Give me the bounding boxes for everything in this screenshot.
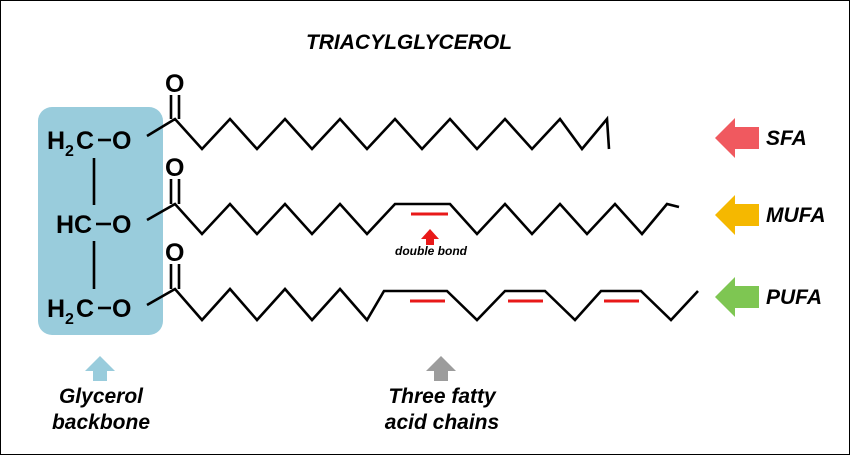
ester-oxygen-2: O xyxy=(112,211,131,239)
double-bond-arrow-icon xyxy=(421,229,439,245)
carbonyl-oxygen-3: O xyxy=(165,239,184,267)
diagram-title: TRIACYLGLYCEROL xyxy=(306,31,512,54)
mufa-arrow-icon xyxy=(715,195,759,235)
ester-oxygen-3: O xyxy=(112,295,131,323)
glycerol-backbone-box xyxy=(38,107,163,335)
fatty-acid-caption-line1: Three fatty xyxy=(388,385,497,408)
glycerol-caption-line2: backbone xyxy=(52,411,150,434)
mufa-chain xyxy=(146,202,680,236)
mufa-label: MUFA xyxy=(766,204,826,227)
carbonyl-double-bond-2 xyxy=(169,179,181,204)
ester-oxygen-1: O xyxy=(112,127,131,155)
glycerol-row-3: H 2 C O xyxy=(47,295,131,328)
subscript-2-1: 2 xyxy=(65,143,74,160)
sfa-chain xyxy=(146,115,611,152)
sfa-label: SFA xyxy=(766,127,807,150)
hc-atom: HC xyxy=(56,211,92,239)
pufa-chain xyxy=(146,287,699,323)
h-atom-3: H xyxy=(47,295,65,323)
carbonyl-double-bond-3 xyxy=(169,264,181,289)
pufa-label: PUFA xyxy=(766,286,822,309)
glycerol-row-2: HC O xyxy=(56,211,131,239)
fatty-acid-arrow-icon xyxy=(426,356,456,381)
fatty-acid-caption-line2: acid chains xyxy=(385,411,499,434)
c-atom-3: C xyxy=(76,295,94,323)
glycerol-arrow-icon xyxy=(85,356,115,381)
carbonyl-oxygen-1: O xyxy=(165,70,184,98)
subscript-2-3: 2 xyxy=(65,311,74,328)
pufa-arrow-icon xyxy=(715,277,759,317)
carbonyl-double-bond-1 xyxy=(169,95,181,119)
carbonyl-oxygen-2: O xyxy=(165,154,184,182)
glycerol-row-1: H 2 C O xyxy=(47,127,131,160)
h-atom-1: H xyxy=(47,127,65,155)
c-atom-1: C xyxy=(76,127,94,155)
glycerol-caption-line1: Glycerol xyxy=(59,385,144,408)
sfa-arrow-icon xyxy=(715,118,759,158)
double-bond-label: double bond xyxy=(395,244,468,258)
